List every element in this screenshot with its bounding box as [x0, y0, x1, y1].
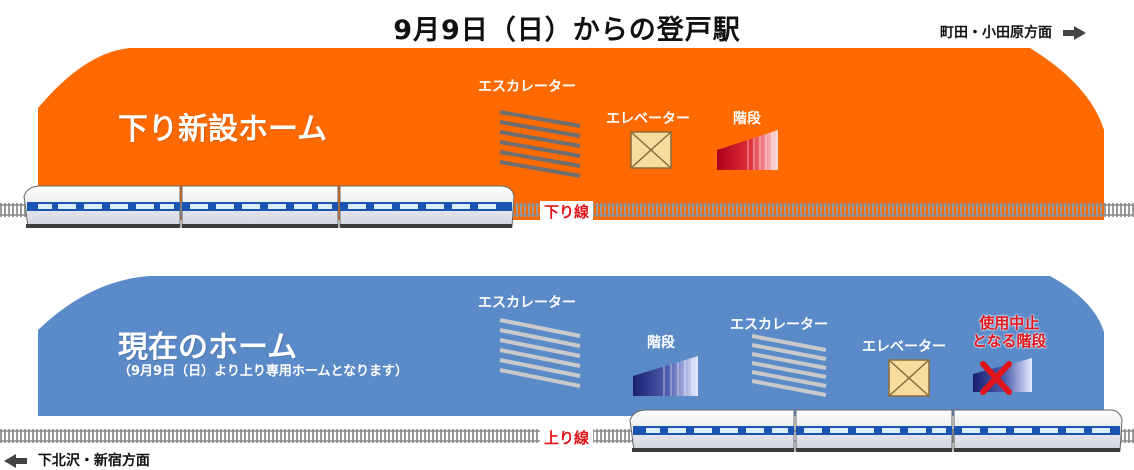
- upper-train-icon: [23, 185, 515, 228]
- upper-escalator-label: エスカレーター: [478, 79, 576, 95]
- upper-stairs-label: 階段: [733, 111, 761, 127]
- train-car: [795, 409, 953, 452]
- lower-platform-note: （9月9日（日）より上り専用ホームとなります）: [118, 364, 409, 379]
- lower-escalator-2-label: エスカレーター: [730, 317, 828, 333]
- direction-left: 下北沢・新宿方面: [4, 450, 150, 470]
- upper-elevator-label: エレベーター: [606, 111, 690, 127]
- train-car: [23, 185, 181, 228]
- train-car: [953, 409, 1123, 452]
- direction-right: 町田・小田原方面: [940, 22, 1086, 42]
- down-line-label: 下り線: [540, 201, 594, 222]
- closed-stairs-icon: [973, 358, 1032, 395]
- page-title: 9月9日（日）からの登戸駅: [393, 15, 741, 46]
- cross-icon: [980, 361, 1012, 395]
- lower-elevator-icon: [888, 359, 930, 397]
- closed-stairs-label-line2: となる階段: [972, 332, 1047, 350]
- train-car: [629, 409, 795, 452]
- lower-escalator-1-icon: [499, 318, 581, 388]
- lower-platform-name: 現在のホーム: [118, 330, 298, 365]
- lower-stairs-label: 階段: [647, 335, 675, 351]
- train-car: [339, 185, 515, 228]
- lower-train-icon: [629, 409, 1123, 452]
- closed-stairs-label: 使用中止 となる階段: [972, 314, 1047, 350]
- direction-left-label: 下北沢・新宿方面: [37, 453, 150, 469]
- upper-stairs-icon: [717, 130, 778, 170]
- upper-escalator-icon: [499, 110, 581, 178]
- lower-stairs-icon: [633, 356, 698, 396]
- upper-elevator-icon: [630, 131, 672, 169]
- lower-escalator-1-label: エスカレーター: [478, 295, 576, 311]
- arrow-right-icon: [1057, 25, 1086, 41]
- arrow-left-icon: [4, 453, 33, 469]
- closed-stairs-label-line1: 使用中止: [979, 314, 1040, 332]
- up-line-label: 上り線: [540, 427, 594, 448]
- upper-platform-name: 下り新設ホーム: [118, 112, 328, 147]
- lower-elevator-label: エレベーター: [862, 339, 946, 355]
- train-car: [181, 185, 339, 228]
- direction-right-label: 町田・小田原方面: [940, 25, 1052, 41]
- lower-escalator-2-icon: [751, 334, 827, 397]
